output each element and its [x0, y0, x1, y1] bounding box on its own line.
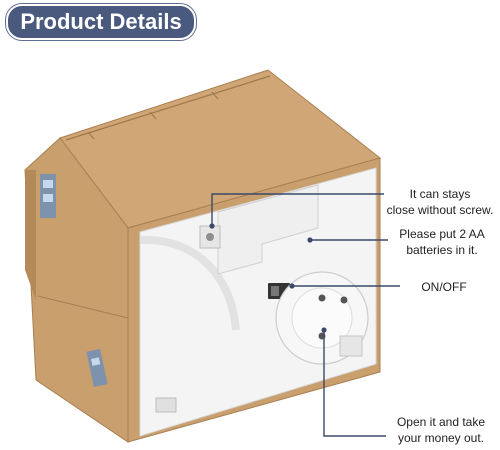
- callout-battery: Please put 2 AA batteries in it.: [384, 226, 500, 258]
- white-panel: [139, 167, 377, 437]
- callout-screw: It can stays close without screw.: [380, 186, 500, 218]
- bottom-slot: [155, 397, 177, 413]
- battery-cover: [217, 184, 319, 275]
- leader-line-plug: [323, 330, 386, 437]
- callout-plug-line2: your money out.: [397, 431, 485, 445]
- leader-dot-screw: [209, 223, 215, 229]
- callout-switch: ON/OFF: [404, 279, 484, 295]
- callout-screw-line2: close without screw.: [386, 203, 494, 217]
- callout-battery-line1: Please put 2 AA: [399, 227, 485, 241]
- leader-dot-switch: [289, 283, 295, 289]
- callout-switch-line1: ON/OFF: [421, 280, 467, 294]
- product-details-badge: Product Details: [6, 4, 196, 40]
- box-print-mark-lower: [86, 348, 108, 388]
- leader-dot-plug: [321, 327, 327, 333]
- lid-seam: [65, 75, 271, 141]
- leader-dot-battery: [307, 237, 313, 243]
- callout-plug-line1: Open it and take: [396, 415, 486, 429]
- callout-battery-line2: batteries in it.: [406, 243, 478, 257]
- callout-plug: Open it and take your money out.: [386, 414, 496, 446]
- plug-hole-right: [340, 296, 348, 304]
- leader-line-screw: [211, 193, 384, 226]
- callout-screw-line1: It can stays: [409, 187, 471, 201]
- badge-title: Product Details: [20, 9, 182, 34]
- plug-hole-left: [318, 294, 326, 302]
- box-left-flap: [25, 170, 36, 300]
